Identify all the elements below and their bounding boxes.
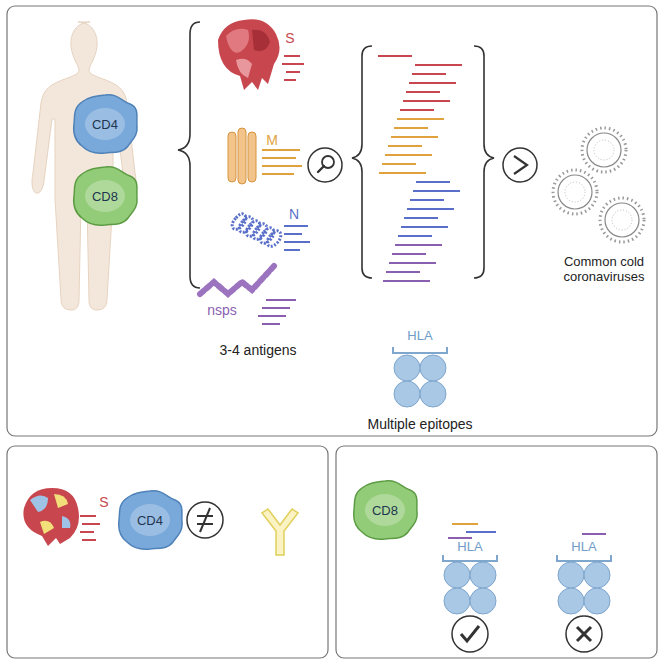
epitope-line bbox=[389, 262, 436, 264]
epitope-line bbox=[378, 55, 412, 57]
epitope-line bbox=[412, 73, 446, 75]
cell-label: CD4 bbox=[92, 117, 118, 132]
cell-label: CD8 bbox=[372, 503, 398, 518]
hla-label: HLA bbox=[457, 540, 482, 555]
caption-label: 3-4 antigens bbox=[219, 342, 296, 358]
epitope-line bbox=[388, 145, 422, 147]
epitope-line bbox=[382, 163, 416, 165]
virus-label: Common cold coronaviruses bbox=[554, 255, 654, 285]
epitope-line bbox=[398, 235, 432, 237]
t-cell: CD4 bbox=[70, 92, 140, 156]
epitope-line bbox=[401, 226, 448, 228]
epitope-line bbox=[404, 217, 438, 219]
epitope-line bbox=[410, 199, 444, 201]
epitope-line bbox=[394, 127, 428, 129]
epitope-line bbox=[406, 91, 440, 93]
cell-label: CD4 bbox=[137, 513, 163, 528]
epitope-line bbox=[392, 253, 426, 255]
epitope-line bbox=[409, 82, 456, 84]
epitope-line bbox=[391, 136, 438, 138]
caption-label: Multiple epitopes bbox=[367, 416, 472, 432]
epitope-line bbox=[386, 271, 420, 273]
cell-label: CD8 bbox=[92, 189, 118, 204]
antigen-label: S bbox=[99, 494, 108, 510]
antigen-label: S bbox=[285, 30, 294, 46]
epitope-line bbox=[413, 190, 460, 192]
epitope-line bbox=[379, 172, 426, 174]
antigen-label: N bbox=[289, 206, 299, 222]
hla-label: HLA bbox=[571, 540, 596, 555]
t-cell: CD4 bbox=[115, 488, 185, 552]
antigen-label: M bbox=[266, 132, 278, 148]
epitope-line bbox=[415, 64, 462, 66]
epitope-line bbox=[416, 181, 450, 183]
t-cell: CD8 bbox=[350, 478, 420, 542]
epitope-line bbox=[383, 280, 430, 282]
epitope-line bbox=[395, 244, 442, 246]
t-cell: CD8 bbox=[70, 164, 140, 228]
epitope-line bbox=[407, 208, 454, 210]
antigen-label: nsps bbox=[207, 302, 237, 318]
epitope-line bbox=[397, 118, 444, 120]
epitope-line bbox=[400, 109, 434, 111]
epitope-line bbox=[385, 154, 432, 156]
epitope-line bbox=[403, 100, 450, 102]
hla-label: HLA bbox=[407, 329, 432, 344]
